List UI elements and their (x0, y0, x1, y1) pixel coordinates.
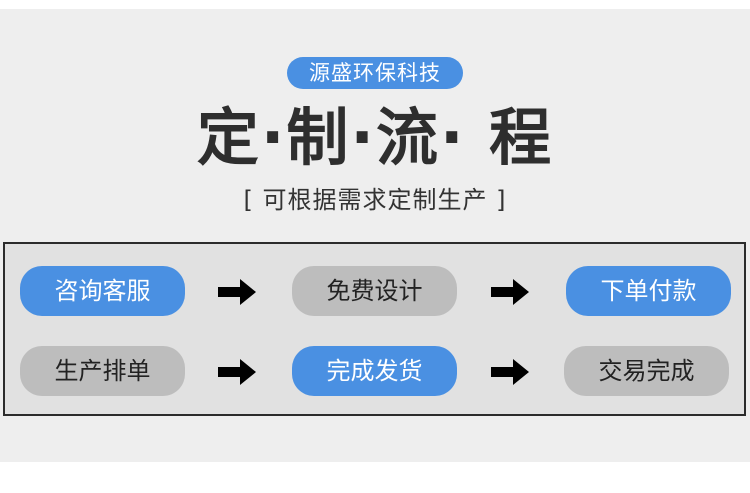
step-production-scheduling: 生产排单 (20, 346, 185, 396)
page-subtitle: [ 可根据需求定制生产 ] (243, 186, 507, 214)
step-consult-service: 咨询客服 (20, 266, 185, 316)
step-place-order-payment: 下单付款 (566, 266, 731, 316)
step-shipment-completed: 完成发货 (292, 346, 457, 396)
page-title: 定·制·流· 程 (196, 101, 554, 174)
step-free-design: 免费设计 (292, 266, 457, 316)
right-arrow-icon (491, 359, 529, 385)
step-transaction-complete: 交易完成 (564, 346, 729, 396)
right-arrow-icon (218, 359, 256, 385)
right-arrow-icon (218, 279, 256, 305)
brand-badge: 源盛环保科技 (287, 57, 463, 89)
right-arrow-icon (491, 279, 529, 305)
